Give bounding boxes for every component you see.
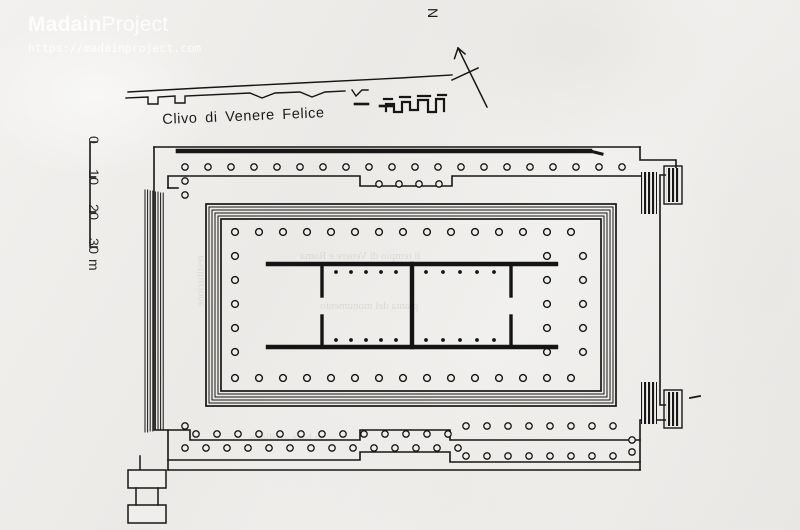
south-portico-wall — [167, 429, 641, 463]
street-clivo-di-venere-felice — [125, 74, 453, 114]
scale-tick-label-20: 20 — [86, 204, 102, 221]
ink-flourish — [688, 394, 702, 400]
stair-block-northeast-frame — [663, 165, 683, 205]
scale-tick-label-30m: 30 m — [86, 238, 102, 272]
scale-tick-label-0: 0 — [86, 136, 102, 145]
temple-podium-outline — [205, 203, 617, 407]
stair-block-southeast-frame — [663, 389, 683, 429]
portico-colonnade-north — [181, 163, 626, 199]
north-portico-wall — [167, 175, 649, 189]
top-wall-solid-bar-taper — [588, 149, 604, 156]
stair-block-northeast — [641, 168, 680, 214]
north-arrow — [451, 46, 489, 109]
scale-bar — [89, 141, 98, 248]
southwest-propylon — [127, 455, 167, 524]
double-cella-walls — [265, 261, 559, 350]
scale-tick-label-10: 10 — [86, 169, 102, 186]
stair-block-southeast — [641, 382, 680, 426]
cella-antae — [320, 264, 513, 349]
peristyle-colonnade — [230, 227, 588, 383]
west-stairway-band — [144, 189, 164, 433]
north-arrow-label: N — [425, 8, 441, 19]
precinct-outer-wall — [153, 146, 677, 471]
portico-colonnade-south — [181, 422, 636, 460]
cella-interior-columns — [334, 270, 496, 342]
